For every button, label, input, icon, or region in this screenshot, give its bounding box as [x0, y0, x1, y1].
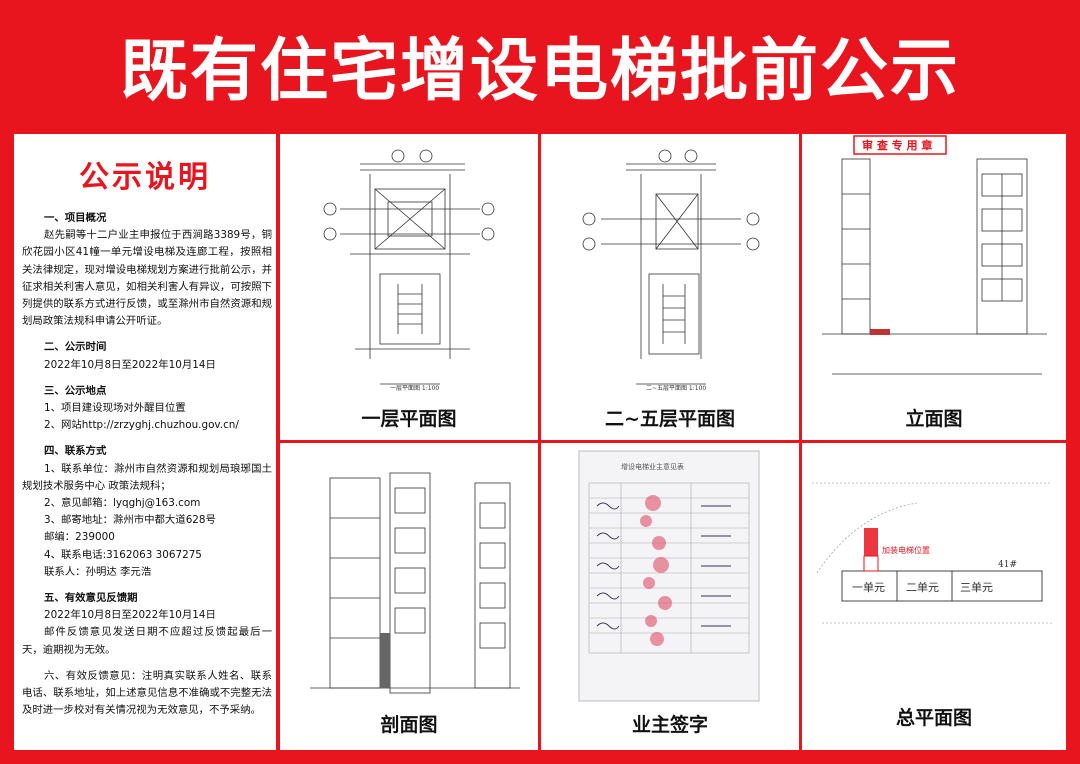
notice-line: 2、意见邮箱：lyqghj@163.com	[44, 497, 201, 510]
owner-signature-panel: 增设电梯业主意见表 业主签字	[541, 443, 799, 750]
elevation-panel: 审 查 专 用 章 立面图	[802, 134, 1066, 440]
section-caption: 剖面图	[380, 714, 438, 736]
section-panel: 剖面图	[280, 443, 538, 750]
floor1-plan-drawing: 一层平面图 1:100	[323, 149, 495, 392]
notice-heading: 三、公示地点	[44, 384, 107, 397]
floor2-5-plan-caption: 二~五层平面图	[605, 408, 735, 430]
unit-label-1: 一单元	[852, 581, 885, 594]
notice-spacer	[22, 330, 272, 339]
floor1-plan-panel: 一层平面图 1:100 一层平面图	[280, 134, 538, 440]
notice-line: 邮编：239000	[44, 531, 115, 544]
notice-line: 2022年10月8日至2022年10月14日	[44, 609, 216, 622]
notice-line: 1、项目建设现场对外醒目位置	[44, 402, 186, 415]
owner-signature-caption: 业主签字	[631, 714, 708, 736]
notice-spacer	[22, 434, 272, 443]
notice-line: 六、有效反馈意见：注明真实联系人姓名、联系电话、联系地址，如上述意见信息不准确或…	[22, 669, 272, 717]
floor2-5-plan-drawing: 二~五层平面图 1:100	[582, 149, 760, 392]
site-plan-panel: 加装电梯位置 41# 一单元 二单元 三单元 总平面图	[802, 443, 1066, 750]
notice-heading: 一、项目概况	[44, 212, 107, 224]
notice-body: 一、项目概况赵先嗣等十二户业主申报位于西涧路3389号，铜欣花园小区41幢一单元…	[22, 210, 272, 719]
notice-line: 2022年10月8日至2022年10月14日	[44, 358, 216, 371]
notice-line: 1、联系单位：滁州市自然资源和规划局琅琊国土规划技术服务中心 政策法规科；	[22, 462, 272, 492]
notice-title: 公示说明	[79, 160, 211, 195]
signature-sheet-title: 增设电梯业主意见表	[621, 462, 684, 471]
notice-spacer	[22, 374, 272, 383]
section-drawing	[310, 472, 520, 694]
notice-line: 赵先嗣等十二户业主申报位于西涧路3389号，铜欣花园小区41幢一单元增设电梯及连…	[22, 229, 272, 328]
notice-heading: 五、有效意见反馈期	[44, 592, 138, 605]
unit-label-3: 三单元	[960, 581, 993, 594]
page-title: 既有住宅增设电梯批前公示	[119, 31, 960, 111]
notice-panel: 公示说明 一、项目概况赵先嗣等十二户业主申报位于西涧路3389号，铜欣花园小区4…	[14, 134, 276, 750]
notice-spacer	[22, 659, 272, 668]
notice-heading: 四、联系方式	[44, 445, 107, 458]
notice-line: 2、网站http://zrzyghj.chuzhou.gov.cn/	[44, 419, 239, 432]
notice-line: 3、邮寄地址：滁州市中都大道628号	[44, 514, 216, 527]
site-plan-caption: 总平面图	[895, 707, 972, 729]
floor1-plan-subtitle: 一层平面图 1:100	[390, 385, 439, 392]
notice-line: 联系人：孙明达 李元浩	[44, 565, 152, 578]
review-stamp-text: 审 查 专 用 章	[862, 138, 932, 152]
notice-heading: 二、公示时间	[44, 341, 107, 354]
building-number: 41#	[998, 560, 1017, 570]
notice-spacer	[22, 581, 272, 590]
review-stamp	[853, 135, 947, 155]
unit-label-2: 二单元	[906, 581, 939, 594]
elevation-caption: 立面图	[905, 408, 963, 430]
elevator-location-label: 加装电梯位置	[882, 545, 930, 555]
floor2-5-plan-panel: 二~五层平面图 1:100 二~五层平面图	[541, 134, 799, 440]
notice-line: 4、联系电话:3162063 3067275	[44, 548, 202, 561]
site-plan-drawing: 加装电梯位置 41# 一单元 二单元 三单元	[812, 482, 1052, 624]
floor1-plan-caption: 一层平面图	[361, 408, 457, 430]
signature-sheet: 增设电梯业主意见表	[578, 450, 760, 702]
elevation-drawing: 审 查 专 用 章	[822, 135, 1047, 375]
floor2-5-plan-subtitle: 二~五层平面图 1:100	[646, 385, 706, 392]
notice-line: 邮件反馈意见发送日期不应超过反馈起最后一天，逾期视为无效。	[22, 626, 272, 656]
